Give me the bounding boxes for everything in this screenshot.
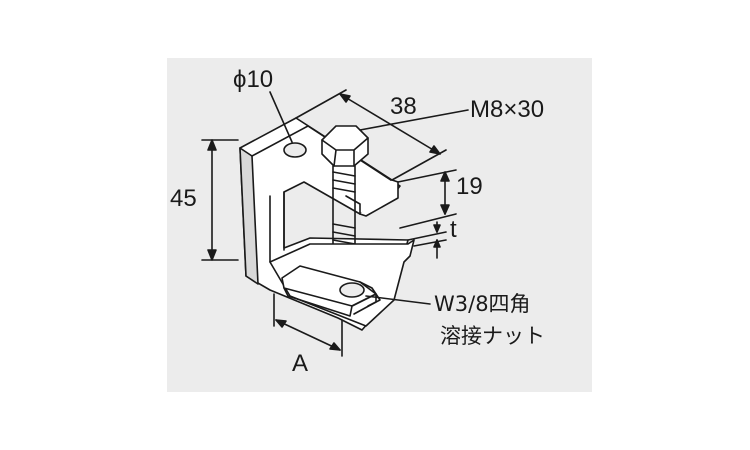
clamp-top-lip [359,179,399,217]
label-hole-diameter: ϕ10 [233,66,274,93]
label-height: 45 [170,185,197,212]
dim-t-line [407,221,447,259]
label-bolt: M8×30 [470,96,545,123]
label-width: 38 [390,93,417,120]
leader-phi10 [269,91,293,143]
dim-a-line [273,293,343,357]
dim-45-line [201,139,239,261]
leader-nut [365,295,431,305]
label-dimension-a: A [292,350,309,377]
nut-hole [339,282,365,298]
label-thickness: t [450,216,457,243]
label-jaw-depth: 19 [456,173,483,200]
label-nut-line1: W3/8四角 [434,292,531,316]
clamp-left-edge [239,147,259,285]
top-hole [283,142,307,158]
bolt-head [321,125,369,167]
diagram-panel [167,58,592,392]
clamp-inner-web [269,191,285,263]
leader-bolt [359,109,469,131]
label-nut-line2: 溶接ナット [440,324,545,348]
